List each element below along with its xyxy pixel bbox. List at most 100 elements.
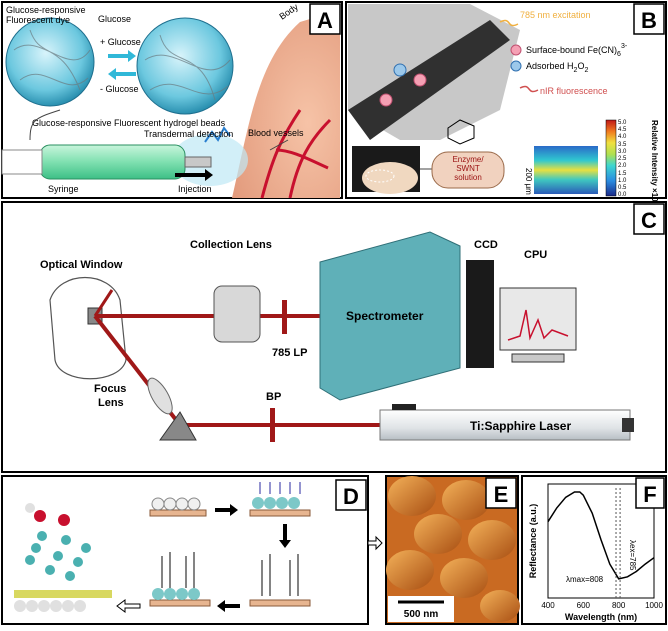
legend-adsorbed-dot <box>510 60 522 72</box>
panel-f: 400 600 800 1000 Wavelength (nm) Reflectanc… <box>521 475 667 625</box>
f-xlabel: Wavelength (nm) <box>565 612 637 622</box>
colorbar-tick-0: 5.0 <box>618 120 627 126</box>
lp-filter-label: 785 LP <box>272 347 307 359</box>
collection-lens-label: Collection Lens <box>190 239 272 251</box>
add-glucose-arrow <box>108 50 136 62</box>
substrate-step-1 <box>149 509 207 517</box>
bp-filter-label: BP <box>266 391 281 403</box>
hydrogel-bead-before <box>5 17 95 107</box>
blood-vessels-label: Blood vessels <box>248 128 304 138</box>
syringe-plunger <box>1 149 43 175</box>
mouse-outline <box>49 277 127 380</box>
polymer-brushes-3 <box>261 554 299 596</box>
nir-wave-icon <box>519 85 539 93</box>
vessel-pointer <box>269 139 289 151</box>
x-tick-2: 800 <box>612 601 626 610</box>
panel-b-letter: B <box>641 8 657 33</box>
colorbar-tick-2: 4.0 <box>618 134 627 140</box>
laser-vents <box>392 404 416 410</box>
excitation-wave-icon <box>499 19 519 27</box>
minus-glucose-label: - Glucose <box>100 84 139 94</box>
panel-d-to-e-arrow <box>367 535 383 551</box>
panel-d: D <box>1 475 369 625</box>
sensor-tube <box>431 151 505 189</box>
laser-cap <box>622 418 634 432</box>
dye-label-line2: Fluorescent dye <box>6 15 70 25</box>
lambda-max-label: λmax=808 <box>566 575 604 584</box>
fe-cn-marker-2 <box>413 73 427 87</box>
bp-filter-icon <box>270 408 275 442</box>
panel-a-letter: A <box>317 8 333 33</box>
cpu-label: CPU <box>524 249 547 261</box>
tube-label-line1: Enzyme/ <box>452 155 484 164</box>
implant-outline <box>365 169 395 183</box>
spectrometer-label: Spectrometer <box>346 309 424 323</box>
colorbar-tick-9: 0.5 <box>618 185 627 191</box>
injection-arrow <box>175 169 213 181</box>
plot-area <box>547 483 655 599</box>
polymer-network <box>13 29 231 101</box>
excitation-label: 785 nm excitation <box>520 10 591 20</box>
panel-d-letter-box <box>335 479 367 511</box>
substrate-step-4 <box>149 599 211 607</box>
panel-e-letter-box <box>485 477 517 509</box>
panel-b-letter-box <box>633 3 665 35</box>
syringe-barrel <box>39 144 186 180</box>
legend-surface-bound-dot <box>510 44 522 56</box>
lambda-ex-label: λex=785 <box>628 540 637 571</box>
panel-f-letter-box <box>635 477 665 509</box>
syringe-needle <box>184 156 212 168</box>
legend-surface-bound: Surface-bound Fe(CN)63- <box>526 43 628 58</box>
tube-label-line2: SWNT <box>456 164 480 173</box>
colorbar-tick-8: 1.0 <box>618 178 627 184</box>
ccd-label: CCD <box>474 239 498 251</box>
step-arrow-4 <box>116 599 141 613</box>
remove-glucose-arrow <box>108 68 136 80</box>
colorbar <box>605 119 617 197</box>
step-arrow-1 <box>215 504 238 516</box>
step-arrow-3 <box>217 600 240 612</box>
collection-lens-icon <box>213 285 261 343</box>
skin-patch <box>362 162 418 194</box>
colorbar-tick-3: 3.5 <box>618 142 627 148</box>
panel-c: Optical Window Collection Lens CCD CPU 7… <box>1 201 667 473</box>
x-tick-3: 1000 <box>645 601 663 610</box>
plasma-arrows <box>259 482 301 494</box>
x-tick-1: 600 <box>577 601 591 610</box>
panel-f-letter: F <box>643 482 656 507</box>
colorbar-tick-7: 1.5 <box>618 171 627 177</box>
panel-c-letter-box <box>633 203 665 235</box>
colorbar-tick-4: 3.0 <box>618 149 627 155</box>
laser-label: Ti:Sapphire Laser <box>470 419 571 433</box>
x-tick-0: 400 <box>541 601 555 610</box>
scale-label: 200 μm <box>524 168 533 195</box>
glucose-structure <box>447 119 475 145</box>
reflectance-plot <box>547 488 655 598</box>
spectrometer-box <box>319 231 461 401</box>
beads-label: Glucose-responsive Fluorescent hydrogel … <box>32 118 226 128</box>
colorbar-tick-10: 0.0 <box>618 192 627 198</box>
molecular-model <box>14 503 112 612</box>
cpu-keyboard <box>511 353 565 363</box>
ccd-box <box>466 260 494 368</box>
fe-cn-marker-1 <box>379 93 393 107</box>
beads-callout-line <box>29 109 61 141</box>
panel-d-letter: D <box>343 484 359 509</box>
transdermal-label: Transdermal detection <box>144 129 233 139</box>
step-arrow-2 <box>279 524 291 548</box>
substrate-layer <box>14 590 112 598</box>
nir-label: nIR fluorescence <box>540 86 608 96</box>
substrate-step-3 <box>249 599 311 607</box>
substrate-step-2 <box>249 509 311 517</box>
plus-glucose-label: + Glucose <box>100 37 141 47</box>
panel-b: 785 nm excitation Surface-bound Fe(CN)63… <box>345 1 667 206</box>
colorbar-tick-5: 2.5 <box>618 156 627 162</box>
f-ylabel: Reflectance (a.u.) <box>528 504 538 579</box>
lp-filter-icon <box>282 300 287 334</box>
hydrogel-bead-after <box>136 17 234 115</box>
optical-window-label: Optical Window <box>40 259 123 271</box>
focus-lens-label-line1: Focus <box>94 383 126 395</box>
focus-lens-label-line2: Lens <box>98 397 124 409</box>
